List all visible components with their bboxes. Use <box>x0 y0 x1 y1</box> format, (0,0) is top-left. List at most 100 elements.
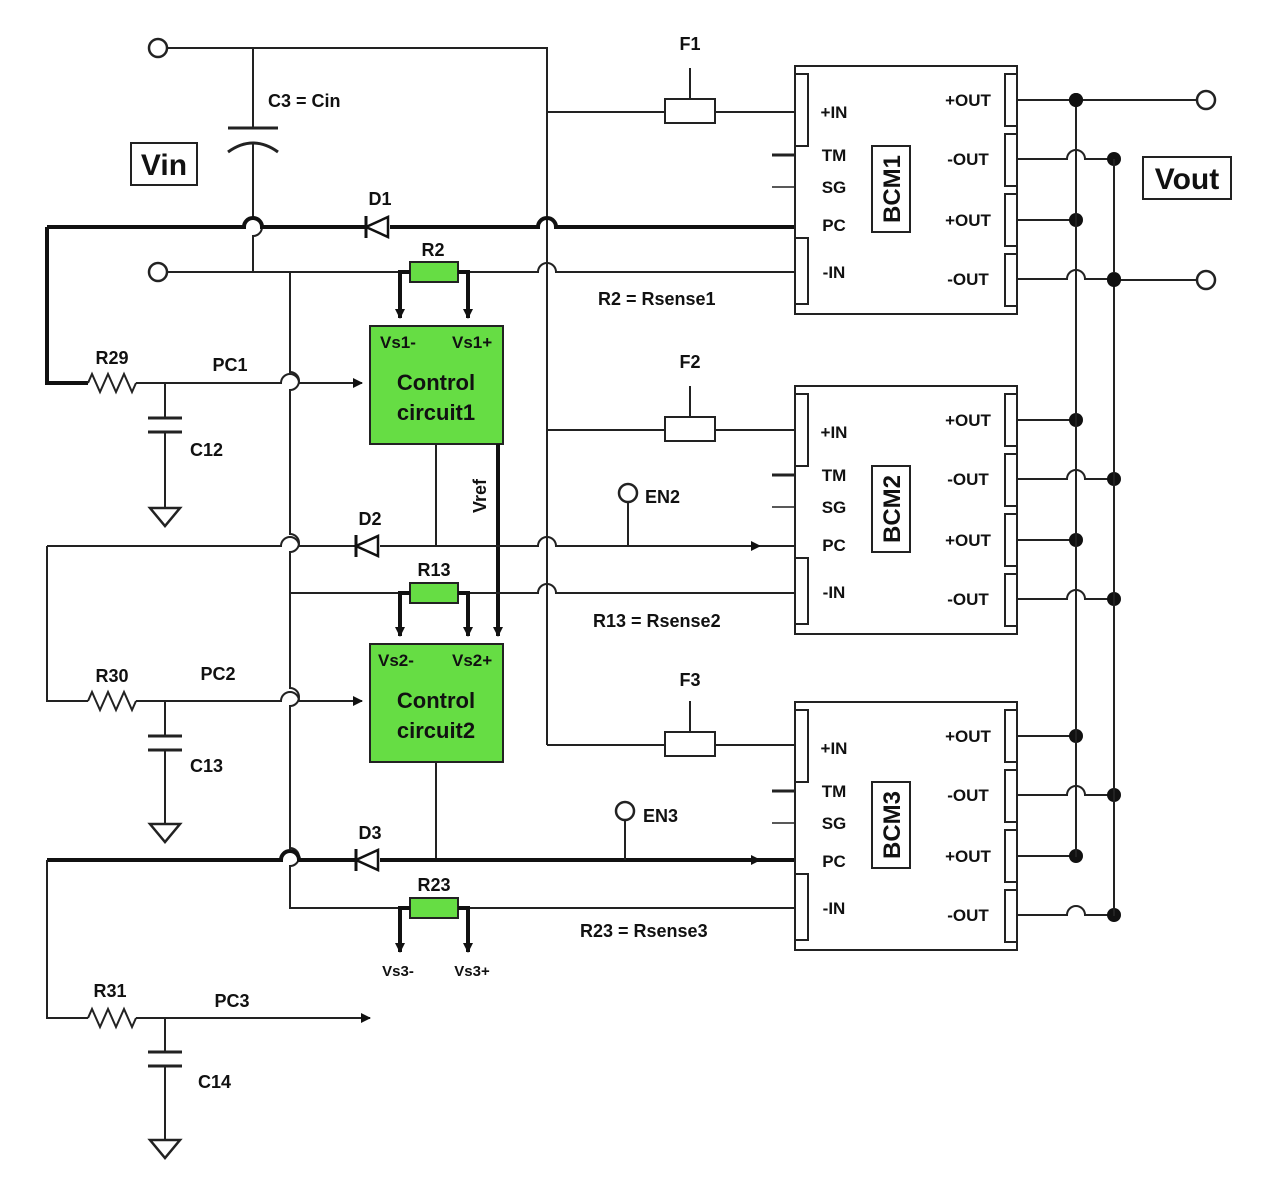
vs3-minus-label: Vs3- <box>382 963 414 980</box>
bcm2-name: BCM2 <box>879 475 906 543</box>
pc2-feedback-wire <box>47 536 356 547</box>
pc2-signal-wire <box>136 691 363 706</box>
r13-label: R13 <box>417 560 450 580</box>
bcm1-pin-label: TM <box>822 146 847 165</box>
c12-label: C12 <box>190 440 223 460</box>
r29-label: R29 <box>95 348 128 368</box>
f1-fuse <box>664 98 716 124</box>
r2-sense-resistor <box>409 261 459 283</box>
pc3-label: PC3 <box>214 991 249 1011</box>
bcm2-out-pin-label: +OUT <box>945 531 991 550</box>
vin-minus-terminal <box>147 261 169 283</box>
bcm3-pin-label: -IN <box>823 899 846 918</box>
bcm3-pin-label: PC <box>822 852 846 871</box>
bcm2-pin-label: SG <box>822 498 847 517</box>
bcm1-pin-label: +IN <box>821 103 848 122</box>
bcm3-pin-label: SG <box>822 814 847 833</box>
vout-plus-terminal <box>1195 89 1217 111</box>
control-circuit1 <box>369 325 504 445</box>
vs3-minus-tap <box>395 906 410 953</box>
bcm3-name: BCM3 <box>879 791 906 859</box>
c12-capacitor <box>148 383 182 508</box>
ground-icon <box>147 506 183 528</box>
r29-resistor <box>87 371 137 395</box>
control2-line1: Control <box>397 688 475 713</box>
vs3-plus-tap <box>458 906 473 953</box>
r29-left-wire <box>45 227 88 385</box>
d1-diode <box>362 215 390 239</box>
bcm2-out-pin-label: -OUT <box>947 470 989 489</box>
bcm1-out-pin-label: +OUT <box>945 91 991 110</box>
en3-label: EN3 <box>643 806 678 826</box>
bcm3-out-pin-label: -OUT <box>947 786 989 805</box>
vs2-plus-label: Vs2+ <box>452 651 492 670</box>
minus-in-wire-bcm2 <box>458 583 795 594</box>
vin-label: Vin <box>141 149 187 182</box>
d3-label: D3 <box>358 823 381 843</box>
r30-resistor <box>87 689 137 713</box>
rsense1-label: R2 = Rsense1 <box>598 289 716 309</box>
vin-plus-terminal <box>147 37 169 59</box>
vout-label: Vout <box>1155 163 1219 196</box>
c3-label: C3 = Cin <box>268 91 341 111</box>
bcm2-module: +IN TM SG PC -IN +OUT -OUT +OUT -OUT BCM2 <box>772 385 1018 635</box>
pc2-label: PC2 <box>200 664 235 684</box>
rsense2-label: R13 = Rsense2 <box>593 611 721 631</box>
c3-capacitor <box>227 48 279 272</box>
bcm2-pin-label: TM <box>822 466 847 485</box>
f2-label: F2 <box>679 352 700 372</box>
f3-fuse <box>664 731 716 757</box>
vs2-minus-label: Vs2- <box>378 651 414 670</box>
r23-label: R23 <box>417 875 450 895</box>
d3-diode <box>352 848 380 872</box>
r2-label: R2 <box>421 240 444 260</box>
bcm2-out-pin-label: +OUT <box>945 411 991 430</box>
c13-capacitor <box>148 701 182 824</box>
bcm3-out-pin-label: +OUT <box>945 847 991 866</box>
vref-label: Vref <box>470 478 490 513</box>
ground-icon <box>147 1138 183 1160</box>
r31-label: R31 <box>93 981 126 1001</box>
vs1-minus-label: Vs1- <box>380 333 416 352</box>
d1-label: D1 <box>368 189 391 209</box>
bcm1-name: BCM1 <box>879 155 906 223</box>
bcm3-out-pin-label: +OUT <box>945 727 991 746</box>
en2-label: EN2 <box>645 487 680 507</box>
bcm1-out-pin-label: -OUT <box>947 150 989 169</box>
vs2-minus-tap <box>395 591 410 637</box>
rsense3-label: R23 = Rsense3 <box>580 921 708 941</box>
c14-capacitor <box>148 1018 182 1140</box>
en3-terminal <box>614 800 636 822</box>
f2-fuse <box>664 416 716 442</box>
bcm1-pin-label: -IN <box>823 263 846 282</box>
d2-diode <box>352 534 380 558</box>
bcm2-pin-label: +IN <box>821 423 848 442</box>
pc1-label: PC1 <box>212 355 247 375</box>
bcm3-pin-label: +IN <box>821 739 848 758</box>
vout-label-box <box>1142 156 1232 200</box>
vs1-plus-tap <box>458 270 473 319</box>
r30-label: R30 <box>95 666 128 686</box>
bcm-modules: +IN TM SG PC -IN +OUT -OUT +OUT -OUT BCM1 +IN TM SG P… <box>772 65 1018 951</box>
bcm2-out-pin-label: -OUT <box>947 590 989 609</box>
r31-resistor <box>87 1006 137 1030</box>
c13-label: C13 <box>190 756 223 776</box>
bcm2-pin-label: PC <box>822 536 846 555</box>
pc3-feedback-wire <box>47 849 356 862</box>
pc1-feedback-wire <box>47 216 366 229</box>
f1-label: F1 <box>679 34 700 54</box>
bcm3-module: +IN TM SG PC -IN +OUT -OUT +OUT -OUT BCM3 <box>772 701 1018 951</box>
bcm1-out-pin-label: -OUT <box>947 270 989 289</box>
vin-plus-rail <box>167 47 548 745</box>
vin-label-box <box>130 142 198 186</box>
ground-icon <box>147 822 183 844</box>
f3-label: F3 <box>679 670 700 690</box>
bcm3-pin-label: TM <box>822 782 847 801</box>
vout-minus-terminal <box>1195 269 1217 291</box>
control1-line1: Control <box>397 370 475 395</box>
control1-line2: circuit1 <box>397 400 475 425</box>
bcm3-out-pin-label: -OUT <box>947 906 989 925</box>
bcm2-pin-label: -IN <box>823 583 846 602</box>
